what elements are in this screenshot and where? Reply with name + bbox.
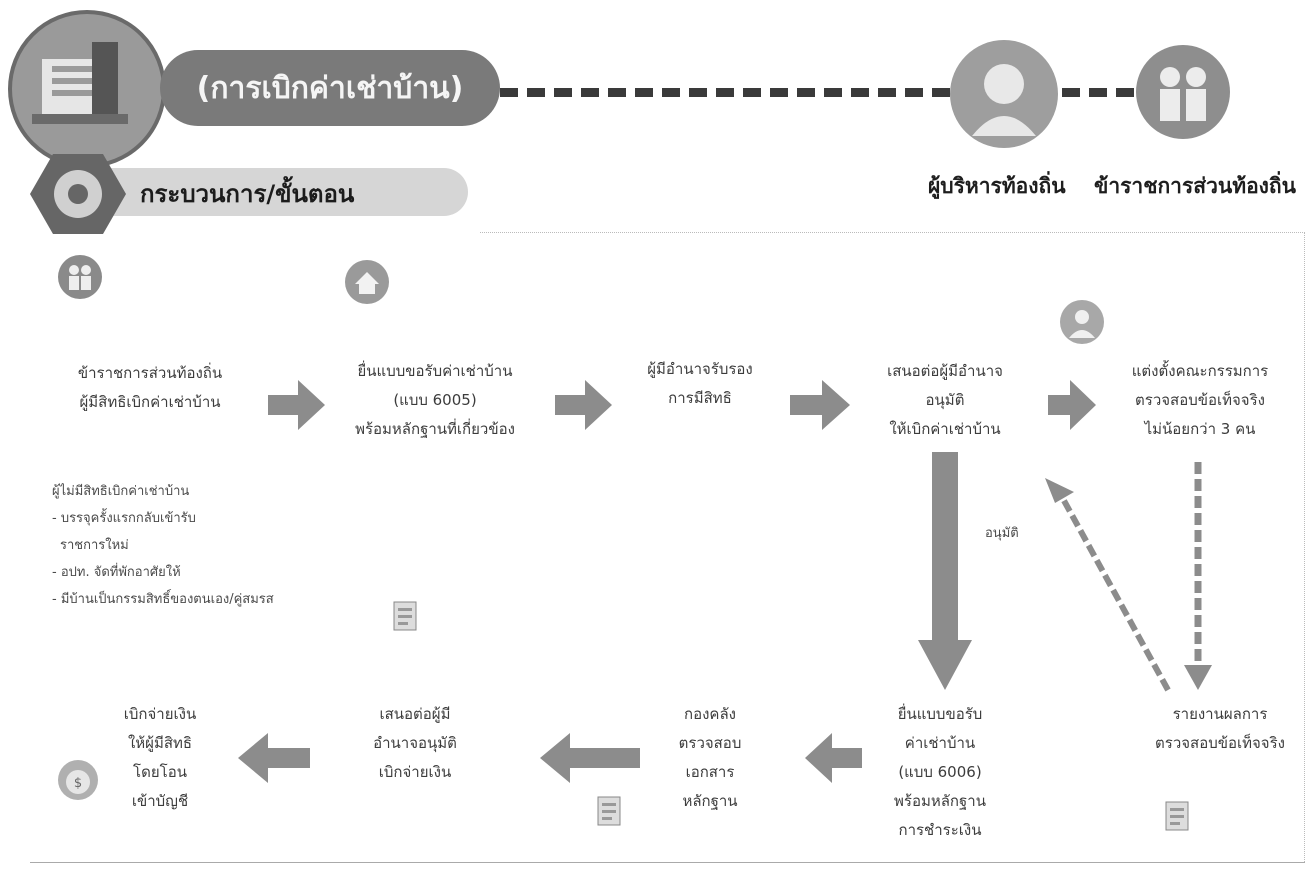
step-line: รายงานผลการ <box>1172 705 1268 723</box>
step-line: ตรวจสอบข้อเท็จจริง <box>1135 391 1265 409</box>
role-administrator-label: ผู้บริหารท้องถิ่น <box>928 174 1066 198</box>
step-report-findings: รายงานผลการ ตรวจสอบข้อเท็จจริง <box>1135 700 1305 758</box>
money-bag-icon: $ <box>58 760 98 800</box>
gear-icon <box>28 152 128 236</box>
house-icon <box>345 260 389 304</box>
right-divider <box>1304 232 1305 862</box>
arrow-right <box>555 380 612 430</box>
step-propose-disbursement: เสนอต่อผู้มี อำนาจอนุมัติ เบิกจ่ายเงิน <box>345 700 485 787</box>
arrow-right <box>268 380 325 430</box>
step-certify-eligibility: ผู้มีอำนาจรับรอง การมีสิทธิ <box>615 355 785 413</box>
role-officials-label: ข้าราชการส่วนท้องถิ่น <box>1094 174 1297 198</box>
step-line: พร้อมหลักฐานที่เกี่ยวข้อง <box>355 420 515 438</box>
step-propose-approval: เสนอต่อผู้มีอำนาจ อนุมัติ ให้เบิกค่าเช่า… <box>855 357 1035 444</box>
step-line: อนุมัติ <box>925 391 965 409</box>
arrow-right <box>1048 380 1096 430</box>
step-line: เอกสาร <box>685 763 735 781</box>
step-line: หลักฐาน <box>682 792 738 810</box>
note-item: ราชการใหม่ <box>60 538 129 553</box>
person-icon <box>1060 300 1104 344</box>
top-divider <box>480 232 1305 233</box>
administrator-avatar-icon <box>950 40 1058 148</box>
step-line: ผู้มีอำนาจรับรอง <box>647 360 753 378</box>
step-submit-form-6006: ยื่นแบบขอรับ ค่าเช่าบ้าน (แบบ 6006) พร้อ… <box>865 700 1015 845</box>
step-line: ข้าราชการส่วนท้องถิ่น <box>77 364 223 382</box>
step-line: เสนอต่อผู้มี <box>379 705 451 723</box>
step-treasury-review: กองคลัง ตรวจสอบ เอกสาร หลักฐาน <box>655 700 765 816</box>
step-appoint-committee: แต่งตั้งคณะกรรมการ ตรวจสอบข้อเท็จจริง ไม… <box>1100 357 1300 444</box>
section-title: กระบวนการ/ขั้นตอน <box>140 180 355 208</box>
officials-group-icon <box>1136 45 1230 139</box>
step-line: พร้อมหลักฐาน <box>894 792 986 810</box>
step-line: ยื่นแบบขอรับ <box>897 705 983 723</box>
approve-label: อนุมัติ <box>985 526 1019 541</box>
note-heading: ผู้ไม่มีสิทธิเบิกค่าเช่าบ้าน <box>52 484 190 499</box>
arrow-head <box>1045 478 1074 503</box>
step-line: การมีสิทธิ <box>668 389 732 407</box>
step-line: แต่งตั้งคณะกรรมการ <box>1131 362 1269 380</box>
step-line: โดยโอน <box>133 763 187 781</box>
step-line: ผู้มีสิทธิเบิกค่าเช่าบ้าน <box>79 393 221 411</box>
step-line: เสนอต่อผู้มีอำนาจ <box>887 362 1003 380</box>
dashed-arrow-diagonal <box>1059 495 1171 692</box>
step-line: กองคลัง <box>684 705 736 723</box>
people-icon <box>58 255 102 299</box>
note-item: - มีบ้านเป็นกรรมสิทธิ์ของตนเอง/คู่สมรส <box>52 592 274 607</box>
step-line: เบิกจ่ายเงิน <box>378 763 452 781</box>
step-line: ตรวจสอบข้อเท็จจริง <box>1155 734 1285 752</box>
header-connector-2 <box>1062 88 1134 97</box>
step-line: (แบบ 6006) <box>898 763 982 781</box>
step-submit-form-6005: ยื่นแบบขอรับค่าเช่าบ้าน (แบบ 6005) พร้อม… <box>325 357 545 444</box>
step-disburse-transfer: เบิกจ่ายเงิน ให้ผู้มีสิทธิ โดยโอน เข้าบั… <box>90 700 230 816</box>
arrow-left <box>540 733 640 783</box>
step-line: ให้ผู้มีสิทธิ <box>127 734 193 752</box>
svg-text:$: $ <box>74 776 82 791</box>
step-line: อำนาจอนุมัติ <box>373 734 457 752</box>
step-line: เบิกจ่ายเงิน <box>123 705 197 723</box>
header-connector-1 <box>500 88 950 97</box>
step-line: ค่าเช่าบ้าน <box>904 734 976 752</box>
ineligible-notes: ผู้ไม่มีสิทธิเบิกค่าเช่าบ้าน - บรรจุครั้… <box>52 478 274 613</box>
step-line: เข้าบัญชี <box>131 792 189 810</box>
note-item: - อปท. จัดที่พักอาศัยให้ <box>52 565 181 580</box>
arrow-head <box>1184 665 1212 690</box>
step-line: ตรวจสอบ <box>678 734 742 752</box>
step-eligible-official: ข้าราชการส่วนท้องถิ่น ผู้มีสิทธิเบิกค่าเ… <box>50 359 250 417</box>
step-line: ยื่นแบบขอรับค่าเช่าบ้าน <box>357 362 513 380</box>
note-item: - บรรจุครั้งแรกกลับเข้ารับ <box>52 511 196 526</box>
section-header-bar <box>90 168 468 216</box>
step-line: การชำระเงิน <box>898 821 982 839</box>
page-title: (การเบิกค่าเช่าบ้าน) <box>160 50 500 126</box>
document-icon <box>1164 800 1190 832</box>
bottom-divider <box>30 862 1305 863</box>
document-icon <box>596 795 622 827</box>
arrow-down <box>918 452 972 690</box>
document-building-icon <box>8 10 166 168</box>
document-icon <box>392 600 418 632</box>
arrow-left <box>805 733 862 783</box>
step-line: ไม่น้อยกว่า 3 คน <box>1144 420 1256 438</box>
arrow-right <box>790 380 850 430</box>
arrow-left <box>238 733 310 783</box>
step-line: (แบบ 6005) <box>393 391 477 409</box>
step-line: ให้เบิกค่าเช่าบ้าน <box>889 420 1001 438</box>
